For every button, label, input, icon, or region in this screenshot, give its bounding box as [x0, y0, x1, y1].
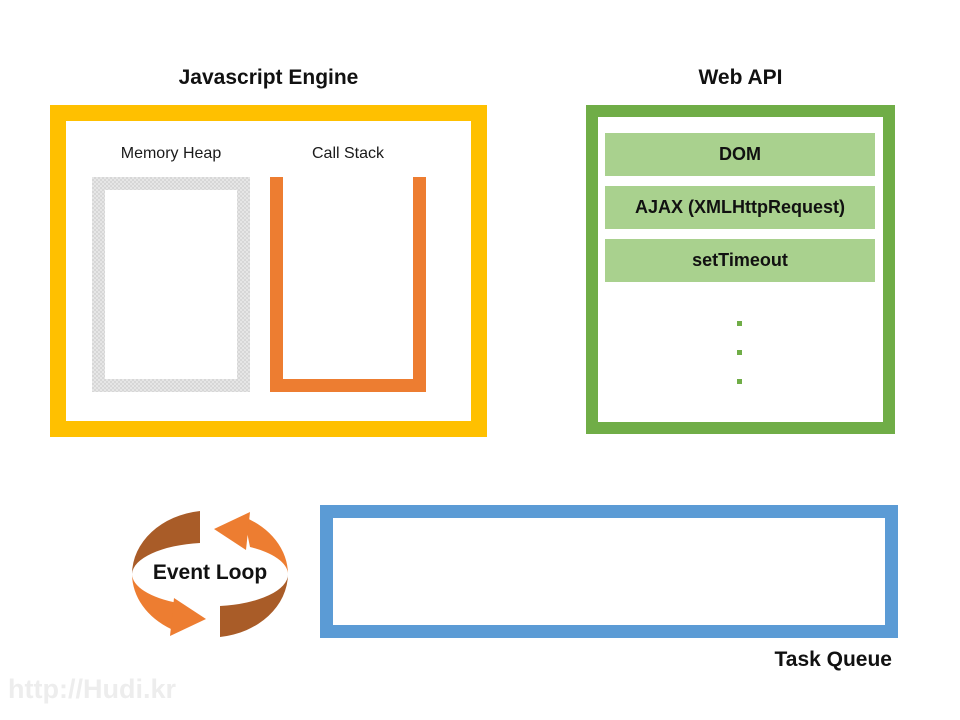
web-api-title: Web API — [698, 66, 783, 89]
web-api-item-ajax: AJAX (XMLHttpRequest) — [605, 186, 875, 229]
ellipsis-dot — [737, 379, 742, 384]
web-api-item-dom: DOM — [605, 133, 875, 176]
task-queue-box — [320, 505, 898, 638]
event-loop-arrows-icon — [132, 511, 289, 637]
call-stack-label: Call Stack — [311, 145, 385, 162]
ellipsis-dot — [737, 350, 742, 355]
js-engine-title: Javascript Engine — [178, 66, 359, 89]
memory-heap-label: Memory Heap — [120, 145, 222, 162]
call-stack-box — [270, 177, 426, 392]
watermark: http://Hudi.kr — [8, 674, 176, 704]
ellipsis-dot — [737, 321, 742, 326]
web-api-item-settimeout: setTimeout — [605, 239, 875, 282]
event-loop-label: Event Loop — [152, 561, 268, 584]
task-queue-label: Task Queue — [774, 648, 893, 671]
memory-heap-box-interior — [105, 190, 237, 379]
memory-heap-box — [92, 177, 250, 392]
